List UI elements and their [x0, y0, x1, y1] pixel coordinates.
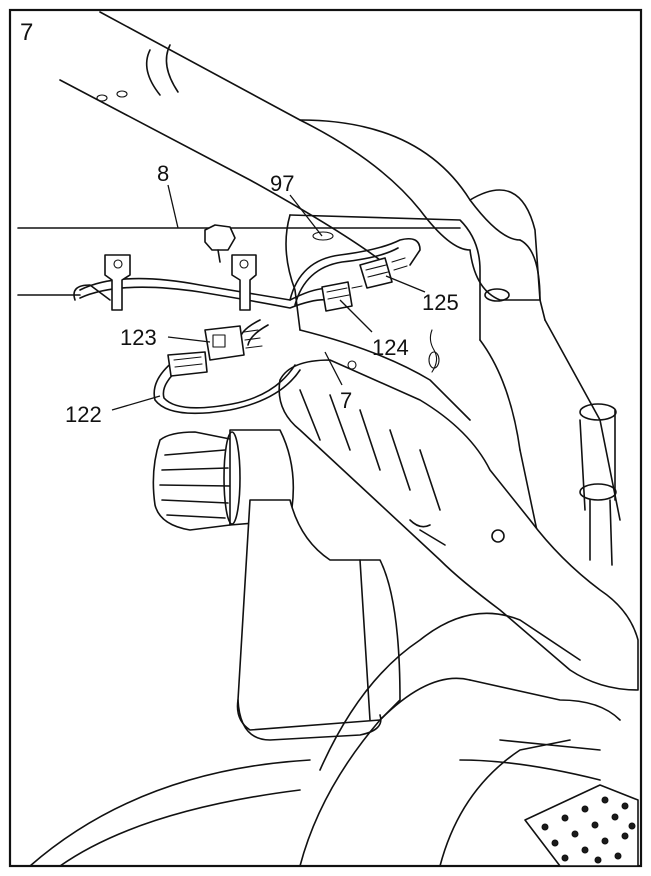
diagram-frame	[8, 8, 643, 868]
wire-clip-right	[231, 254, 257, 311]
right-side-tube	[579, 403, 617, 566]
leader-123	[167, 336, 211, 343]
upper-handlebar-tube	[59, 11, 546, 321]
leader-8	[167, 184, 179, 229]
callout-124: 124	[372, 335, 409, 360]
pedal-grip-dots	[541, 796, 636, 864]
callout-125: 125	[422, 290, 459, 315]
connector-125	[359, 257, 408, 289]
connector-124	[321, 281, 363, 312]
leader-124	[339, 299, 373, 333]
lower-frame-tubes	[29, 612, 621, 867]
leader-122	[111, 395, 161, 411]
wire-harness	[17, 224, 461, 415]
connector-123	[204, 325, 263, 361]
connector-122	[167, 351, 208, 377]
nut-bolt	[204, 224, 236, 263]
callout-123: 123	[120, 325, 157, 350]
tension-knob	[152, 429, 295, 531]
wire-clip-left	[104, 254, 131, 311]
leader-lines	[111, 184, 426, 411]
lower-stem	[236, 499, 401, 741]
leader-125	[385, 275, 426, 293]
callout-7: 7	[340, 388, 352, 413]
pedal	[524, 784, 639, 867]
leader-97	[289, 194, 323, 237]
callout-8: 8	[157, 161, 169, 186]
leader-7	[324, 351, 343, 386]
front-handle-grip	[278, 359, 639, 691]
callout-122: 122	[65, 402, 102, 427]
step-number: 7	[20, 19, 33, 46]
callout-97: 97	[270, 171, 294, 196]
